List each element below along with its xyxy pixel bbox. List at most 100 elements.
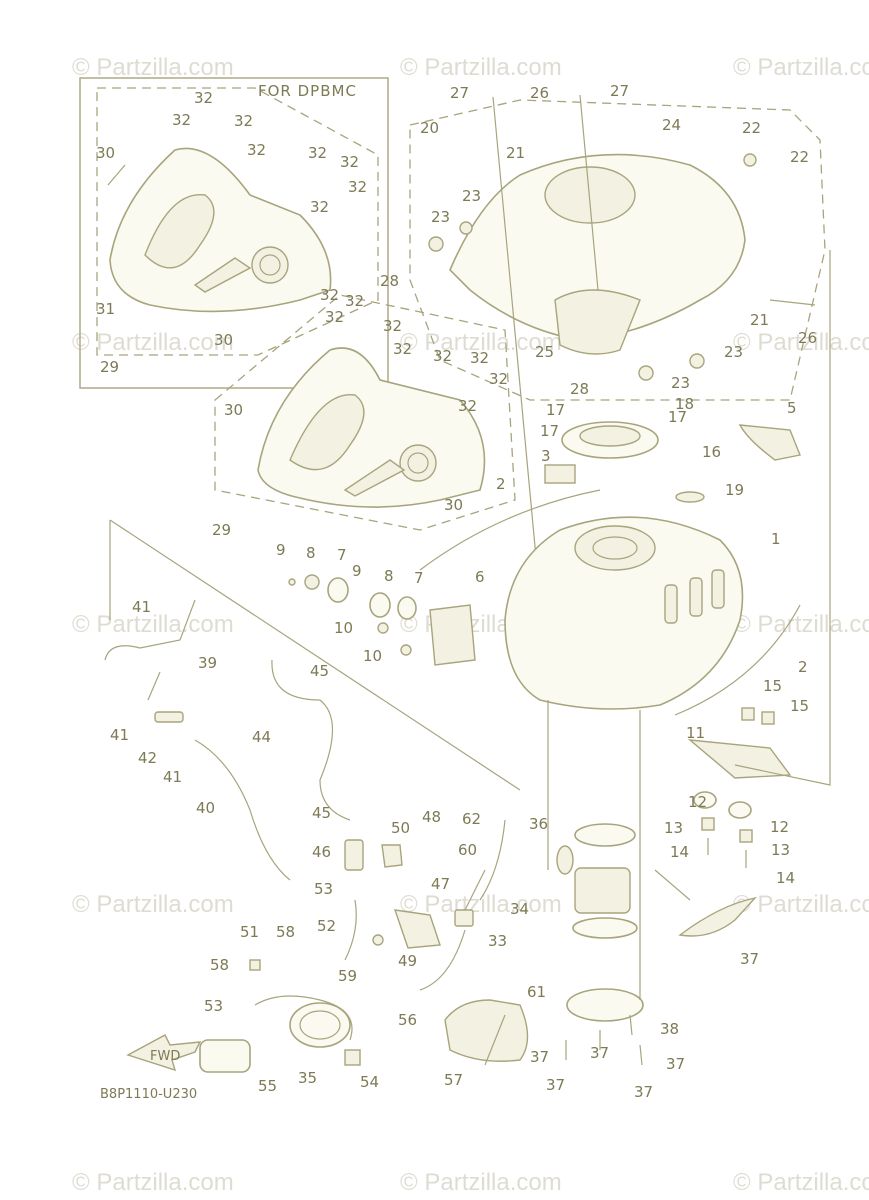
part-callout: 23: [724, 343, 743, 361]
part-callout: 23: [671, 374, 690, 392]
part-callout: 32: [393, 340, 412, 358]
inset-title: FOR DPBMC: [258, 82, 357, 100]
fuel-tank: [419, 489, 801, 716]
watermark: © Partzilla.com: [72, 611, 234, 638]
part-callout: 8: [384, 567, 394, 585]
part-callout: 20: [420, 119, 439, 137]
part-callout: 50: [391, 819, 410, 837]
part-callout: 58: [210, 956, 229, 974]
watermark: © Partzilla.com: [400, 1169, 562, 1196]
part-callout: 30: [224, 401, 243, 419]
side-cover: [214, 294, 516, 531]
part-callout: 53: [314, 880, 333, 898]
part-callout: 14: [670, 843, 689, 861]
part-callout: 51: [240, 923, 259, 941]
part-callout: 21: [506, 144, 525, 162]
part-callout: 24: [662, 116, 681, 134]
vent-hoses: [104, 599, 351, 881]
part-callout: 17: [540, 422, 559, 440]
part-callout: 32: [247, 141, 266, 159]
part-callout: 12: [688, 793, 707, 811]
watermark: © Partzilla.com: [400, 891, 562, 918]
fuel-pump: [556, 823, 644, 1066]
part-callout: 10: [334, 619, 353, 637]
guide-lines: [109, 250, 831, 1066]
part-callout: 48: [422, 808, 441, 826]
part-callout: 29: [100, 358, 119, 376]
part-callout: 15: [763, 677, 782, 695]
fuel-filter: [199, 959, 529, 1073]
watermark: © Partzilla.com: [733, 54, 869, 81]
part-callout: 32: [458, 397, 477, 415]
part-callout: 57: [444, 1071, 463, 1089]
part-callout: 13: [771, 841, 790, 859]
part-callout: 5: [787, 399, 797, 417]
part-callout: 32: [310, 198, 329, 216]
fwd-label: FWD: [150, 1049, 180, 1064]
part-callout: 40: [196, 799, 215, 817]
part-callout: 9: [352, 562, 362, 580]
part-callout: 32: [348, 178, 367, 196]
watermark: © Partzilla.com: [733, 1169, 869, 1196]
part-callout: 16: [702, 443, 721, 461]
part-callout: 13: [664, 819, 683, 837]
part-callout: 62: [462, 810, 481, 828]
part-callout: 32: [308, 144, 327, 162]
part-callout: 32: [172, 111, 191, 129]
part-callout: 53: [204, 997, 223, 1015]
part-callout: 32: [194, 89, 213, 107]
fuel-cap-assembly: [544, 421, 801, 503]
part-callout: 37: [546, 1076, 565, 1094]
part-callout: 47: [431, 875, 450, 893]
diagram-code: B8P1110-U230: [100, 1087, 197, 1102]
part-callout: 30: [444, 496, 463, 514]
part-callout: 25: [535, 343, 554, 361]
part-callout: 39: [198, 654, 217, 672]
part-callout: 41: [110, 726, 129, 744]
part-callout: 12: [770, 818, 789, 836]
part-callout: 41: [132, 598, 151, 616]
watermark: © Partzilla.com: [733, 891, 869, 918]
inset-frame: FOR DPBMC: [79, 77, 389, 389]
watermark: © Partzilla.com: [400, 329, 562, 356]
part-callout: 11: [686, 724, 705, 742]
part-callout: 37: [666, 1055, 685, 1073]
watermark: © Partzilla.com: [72, 329, 234, 356]
part-callout: 30: [214, 331, 233, 349]
part-callout: 26: [530, 84, 549, 102]
part-callout: 7: [414, 569, 424, 587]
part-callout: 55: [258, 1077, 277, 1095]
part-callout: 56: [398, 1011, 417, 1029]
part-callout: 32: [320, 286, 339, 304]
part-callout: 37: [590, 1044, 609, 1062]
part-callout: 28: [570, 380, 589, 398]
part-callout: 23: [462, 187, 481, 205]
part-callout: 60: [458, 841, 477, 859]
part-callout: 35: [298, 1069, 317, 1087]
part-callout: 28: [380, 272, 399, 290]
part-callout: 52: [317, 917, 336, 935]
part-callout: 10: [363, 647, 382, 665]
part-callout: 22: [790, 148, 809, 166]
fwd-arrow: FWD: [126, 1034, 202, 1072]
part-callout: 32: [470, 349, 489, 367]
inset-side-cover: [107, 147, 332, 313]
bracket-parts: [288, 574, 476, 666]
right-bracket: [678, 707, 792, 937]
part-callout: 17: [546, 401, 565, 419]
part-callout: 54: [360, 1073, 379, 1091]
part-callout: 22: [742, 119, 761, 137]
part-callout: 2: [798, 658, 808, 676]
part-callout: 19: [725, 481, 744, 499]
part-callout: 33: [488, 932, 507, 950]
part-callout: 58: [276, 923, 295, 941]
part-callout: 21: [750, 311, 769, 329]
part-callout: 32: [433, 347, 452, 365]
part-callout: 8: [306, 544, 316, 562]
part-callout: 30: [96, 144, 115, 162]
part-callout: 36: [529, 815, 548, 833]
watermark: © Partzilla.com: [733, 611, 869, 638]
part-callout: 37: [634, 1083, 653, 1101]
part-callout: 3: [541, 447, 551, 465]
watermark: © Partzilla.com: [733, 329, 869, 356]
